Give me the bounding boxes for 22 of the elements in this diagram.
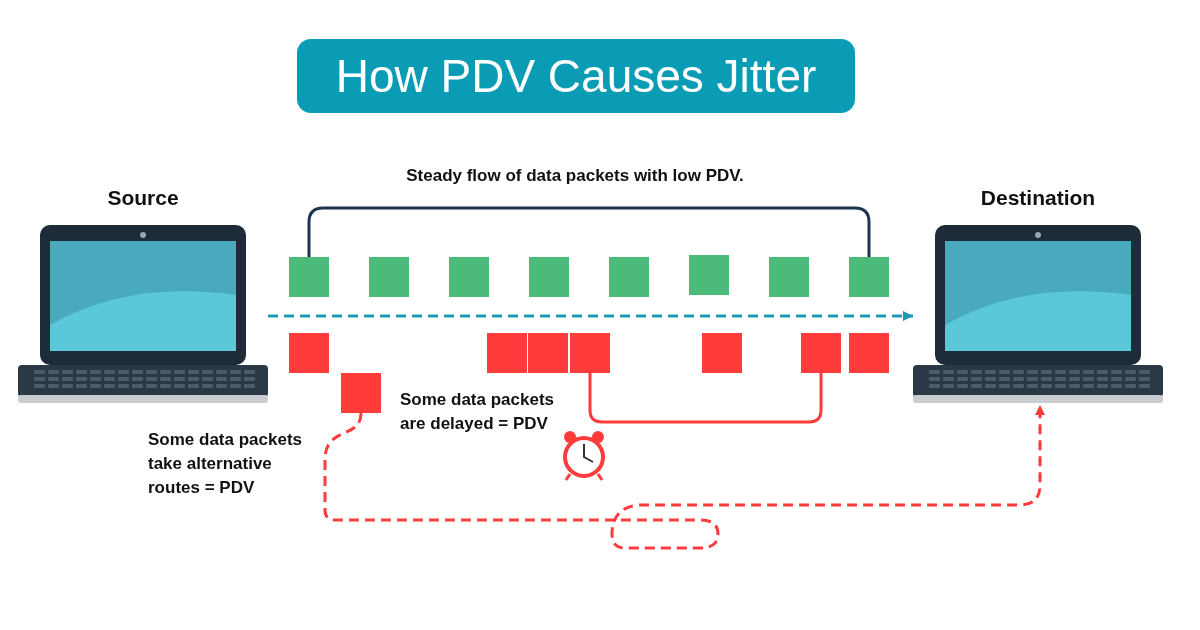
device-label: Source (106, 185, 180, 211)
device-label: Destination (979, 185, 1097, 211)
data-packet (289, 333, 329, 373)
data-packet (849, 257, 889, 297)
note-text: Some data packets take alternative routes = PDV (148, 429, 303, 499)
data-packet (289, 257, 329, 297)
data-packet (801, 333, 841, 373)
data-packet (689, 255, 729, 295)
title-banner: How PDV Causes Jitter (297, 39, 855, 113)
data-packet (487, 333, 527, 373)
data-packet (528, 333, 568, 373)
data-packet (769, 257, 809, 297)
data-packet (449, 257, 489, 297)
data-packet (369, 257, 409, 297)
data-packet (341, 373, 381, 413)
data-packet (529, 257, 569, 297)
data-packet (702, 333, 742, 373)
data-packet (570, 333, 610, 373)
note-text: Steady flow of data packets with low PDV. (405, 165, 745, 187)
data-packet (849, 333, 889, 373)
note-text: Some data packets are delayed = PDV (400, 389, 555, 435)
data-packet (609, 257, 649, 297)
